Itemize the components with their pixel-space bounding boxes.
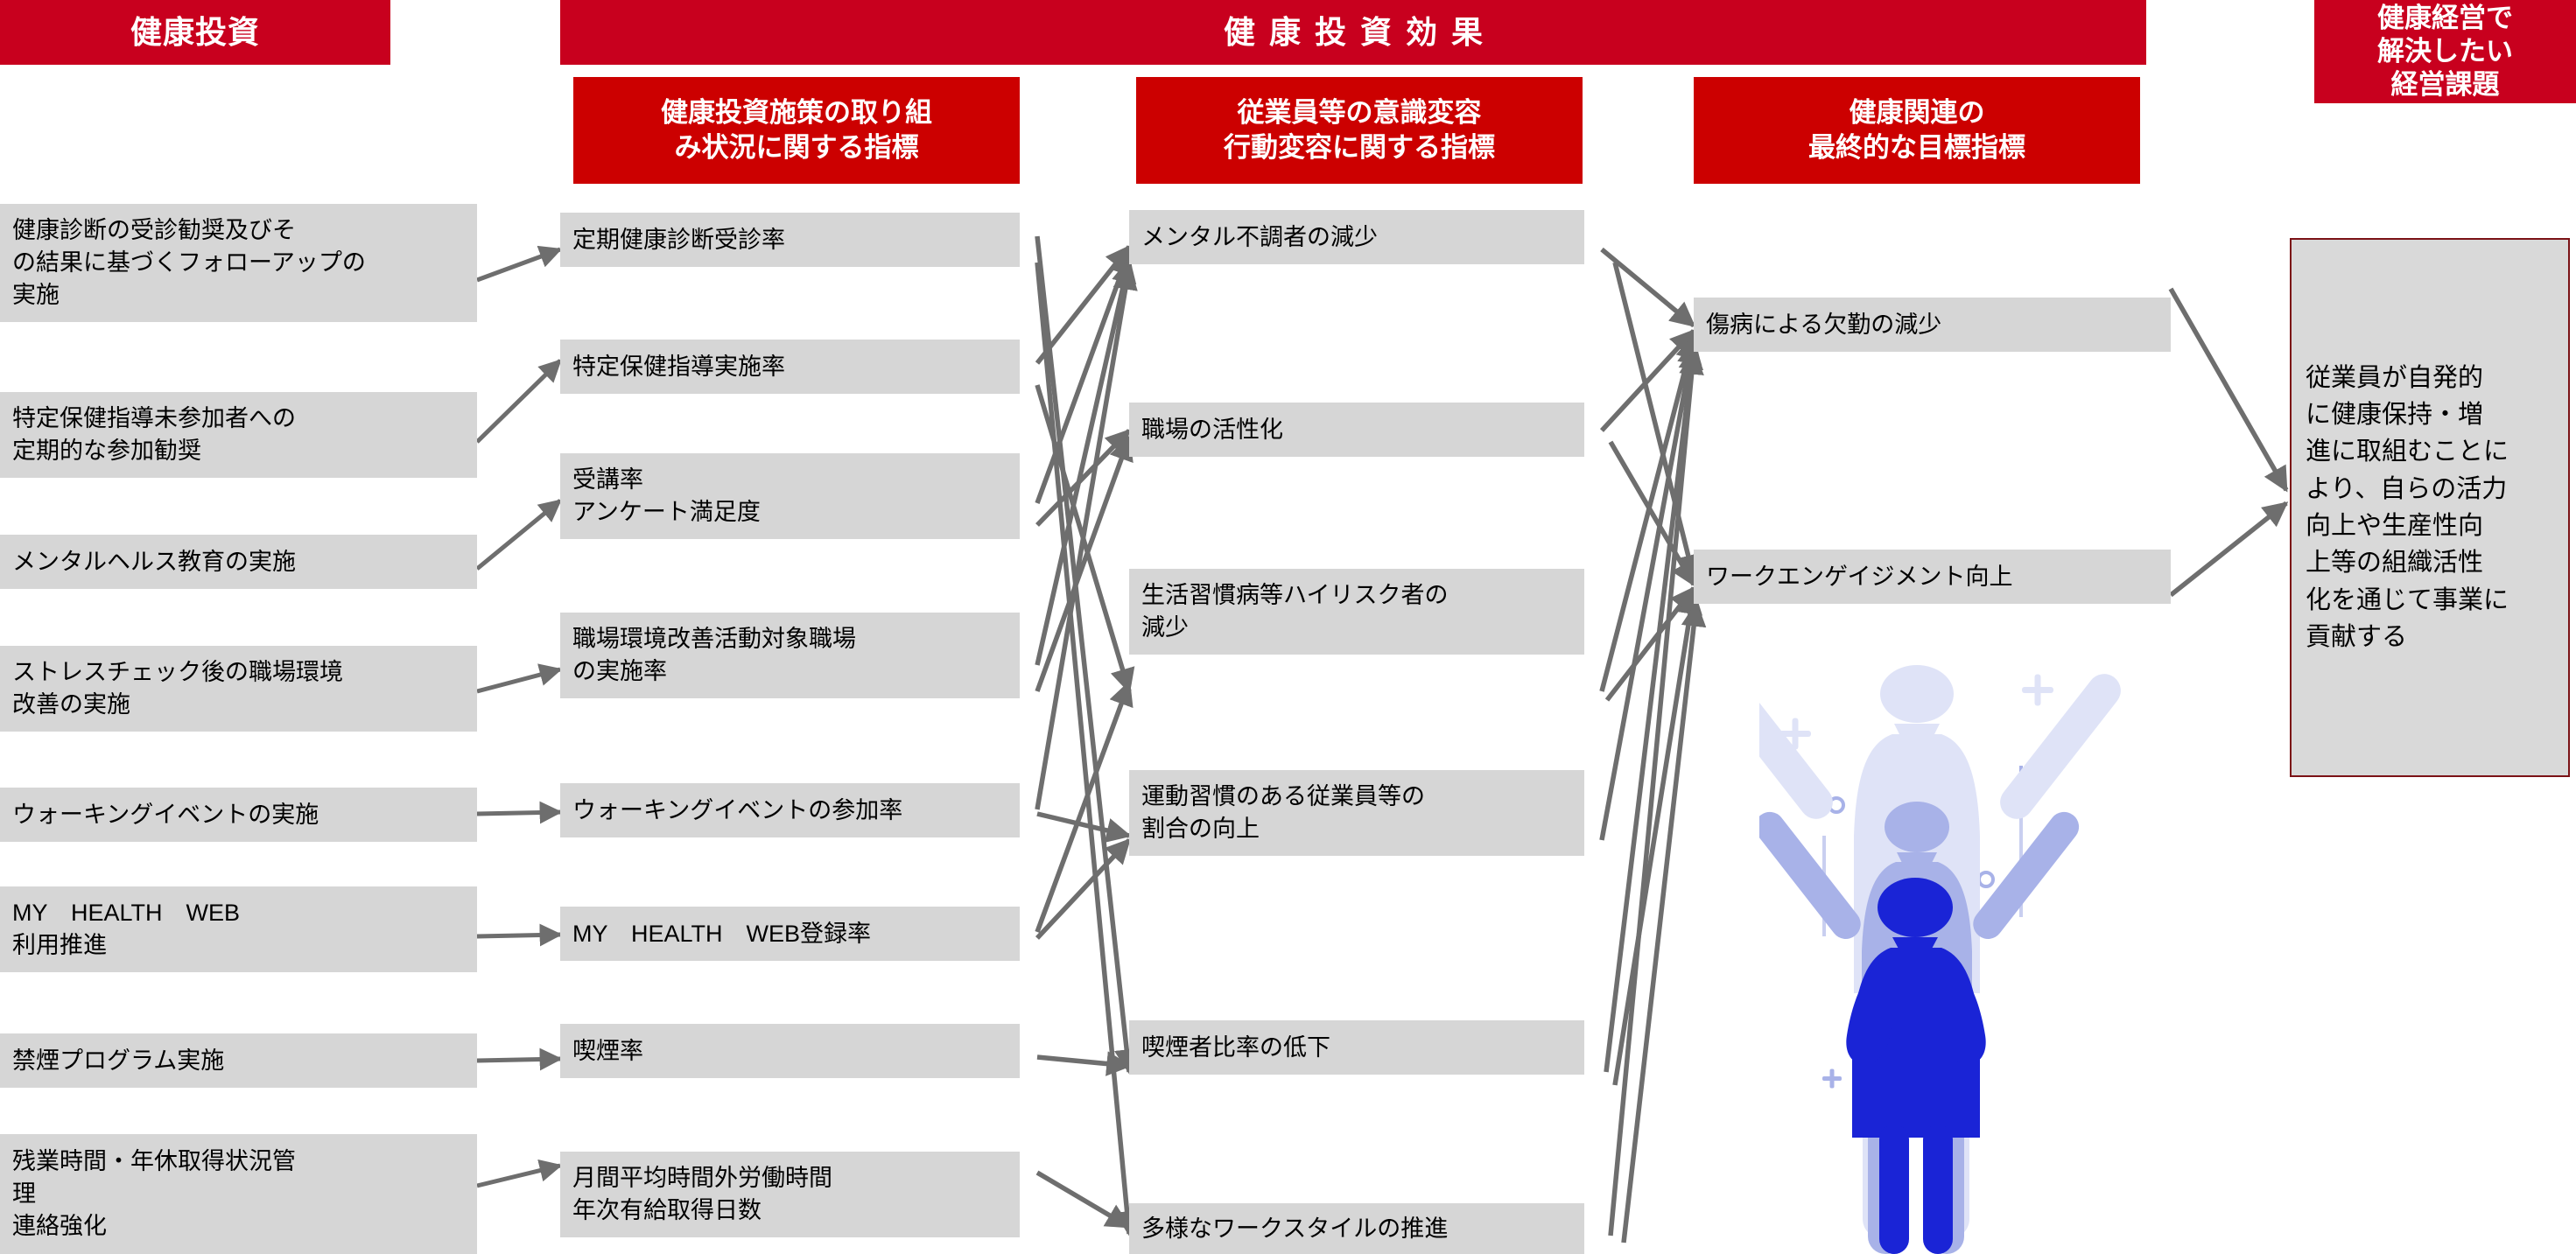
implementation-indicator-box[interactable]: 受講率 アンケート満足度 [560, 453, 1020, 539]
behavior-indicator-box[interactable]: 喫煙者比率の低下 [1129, 1020, 1584, 1075]
behavior-indicator-box[interactable]: 運動習慣のある従業員等の 割合の向上 [1129, 770, 1584, 856]
implementation-indicator-box[interactable]: 特定保健指導実施率 [560, 340, 1020, 394]
investment-measure-box[interactable]: 残業時間・年休取得状況管 理 連絡強化 [0, 1134, 477, 1254]
banner-health-investment-effect: 健康投資効果 [560, 0, 2146, 65]
investment-measure-box[interactable]: 禁煙プログラム実施 [0, 1033, 477, 1088]
decor-plus-icon [1822, 1068, 1842, 1089]
figure-front [1846, 878, 1986, 1254]
implementation-indicator-box[interactable]: MY HEALTH WEB登録率 [560, 907, 1020, 961]
decor-plus-icon [1779, 718, 1811, 750]
final-goal-indicator-box[interactable]: ワークエンゲイジメント向上 [1694, 550, 2171, 604]
investment-measure-box[interactable]: MY HEALTH WEB 利用推進 [0, 886, 477, 972]
decor-plus-icon [2022, 674, 2053, 706]
investment-measure-box[interactable]: ウォーキングイベントの実施 [0, 788, 477, 842]
banner-management-issue: 健康経営で 解決したい 経営課題 [2314, 0, 2576, 103]
subheader-implementation-indicators: 健康投資施策の取り組 み状況に関する指標 [573, 77, 1020, 184]
investment-measure-box[interactable]: 特定保健指導未参加者への 定期的な参加勧奨 [0, 392, 477, 478]
final-goal-indicator-box[interactable]: 傷病による欠勤の減少 [1694, 298, 2171, 352]
management-goal-statement: 従業員が自発的 に健康保持・増 進に取組むことに より、自らの活力 向上や生産性… [2290, 238, 2570, 777]
behavior-indicator-box[interactable]: 生活習慣病等ハイリスク者の 減少 [1129, 569, 1584, 655]
banner-health-investment: 健康投資 [0, 0, 390, 65]
investment-measure-box[interactable]: ストレスチェック後の職場環境 改善の実施 [0, 646, 477, 732]
behavior-indicator-box[interactable]: 多様なワークスタイルの推進 [1129, 1203, 1584, 1254]
implementation-indicator-box[interactable]: 月間平均時間外労働時間 年次有給取得日数 [560, 1152, 1020, 1237]
subheader-behavior-change-indicators: 従業員等の意識変容 行動変容に関する指標 [1136, 77, 1583, 184]
implementation-indicator-box[interactable]: 職場環境改善活動対象職場 の実施率 [560, 613, 1020, 698]
investment-measure-box[interactable]: 健康診断の受診勧奨及びそ の結果に基づくフォローアップの 実施 [0, 204, 477, 322]
decor-circle-icon [1977, 871, 1995, 888]
implementation-indicator-box[interactable]: 喫煙率 [560, 1024, 1020, 1078]
decor-line [2019, 790, 2023, 917]
subheader-final-goal-indicators: 健康関連の 最終的な目標指標 [1694, 77, 2140, 184]
illustration-three-people-arms-raised [1759, 665, 2121, 1254]
behavior-indicator-box[interactable]: メンタル不調者の減少 [1129, 210, 1584, 264]
implementation-indicator-box[interactable]: 定期健康診断受診率 [560, 213, 1020, 267]
investment-measure-box[interactable]: メンタルヘルス教育の実施 [0, 535, 477, 589]
behavior-indicator-box[interactable]: 職場の活性化 [1129, 403, 1584, 457]
implementation-indicator-box[interactable]: ウォーキングイベントの参加率 [560, 783, 1020, 837]
